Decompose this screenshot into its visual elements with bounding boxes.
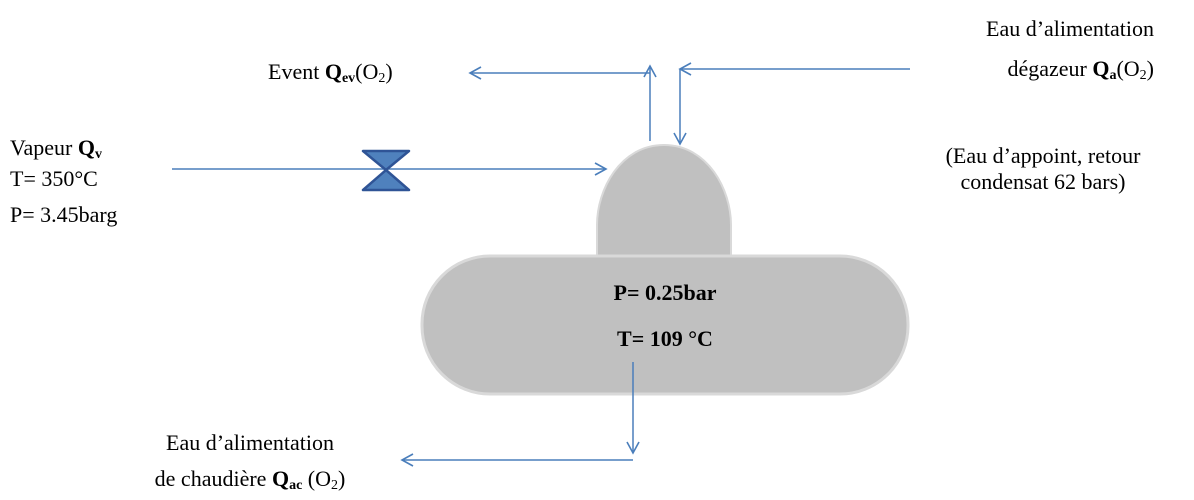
feed-symbol: Q bbox=[1092, 56, 1110, 81]
steam-symbol: Q bbox=[77, 135, 95, 160]
steam-symbol-sub: v bbox=[94, 147, 102, 162]
boiler-feed-species-sub: 2 bbox=[331, 478, 338, 493]
boiler-feed-line2: de chaudière Qac (O2) bbox=[90, 466, 410, 493]
vent-species-sub: 2 bbox=[378, 71, 386, 86]
vent-symbol-sub: ev bbox=[341, 71, 356, 86]
steam-valve-icon bbox=[361, 149, 411, 192]
boiler-feed-close: ) bbox=[338, 466, 346, 491]
feed-note-line2: condensat 62 bars) bbox=[960, 169, 1126, 194]
deaerator-dome bbox=[596, 143, 732, 259]
vessel-temperature: T= 109 °C bbox=[617, 326, 713, 351]
feed-close: ) bbox=[1146, 56, 1154, 81]
vent-symbol: Q bbox=[324, 59, 342, 84]
feed-species-sub: 2 bbox=[1139, 68, 1147, 83]
vessel-pressure: P= 0.25bar bbox=[613, 280, 717, 305]
steam-pressure: P= 3.45barg bbox=[10, 202, 118, 227]
boiler-feed-line1: Eau d’alimentation bbox=[166, 430, 334, 455]
boiler-feed-symbol-sub: ac bbox=[289, 478, 303, 493]
feed-line2: dégazeur Qa(O2) bbox=[1007, 56, 1154, 83]
feed-prefix: dégazeur bbox=[1007, 56, 1087, 81]
boiler-feed-prefix: de chaudière bbox=[154, 466, 267, 491]
storage-tank bbox=[420, 254, 910, 396]
vent-label: Event Qev(O2) bbox=[268, 59, 393, 86]
feed-line1: Eau d’alimentation bbox=[986, 16, 1154, 41]
feed-symbol-sub: a bbox=[1109, 68, 1117, 83]
feed-note-line1: (Eau d’appoint, retour bbox=[945, 143, 1141, 168]
vent-species: (O bbox=[355, 59, 379, 84]
steam-name: Vapeur bbox=[10, 135, 73, 160]
feed-species: (O bbox=[1116, 56, 1140, 81]
steam-label: Vapeur Qv bbox=[10, 135, 102, 162]
boiler-feed-species: (O bbox=[307, 466, 331, 491]
vent-close: ) bbox=[385, 59, 393, 84]
steam-temperature: T= 350°C bbox=[10, 166, 98, 191]
vent-name: Event bbox=[268, 59, 320, 84]
boiler-feed-symbol: Q bbox=[271, 466, 290, 491]
